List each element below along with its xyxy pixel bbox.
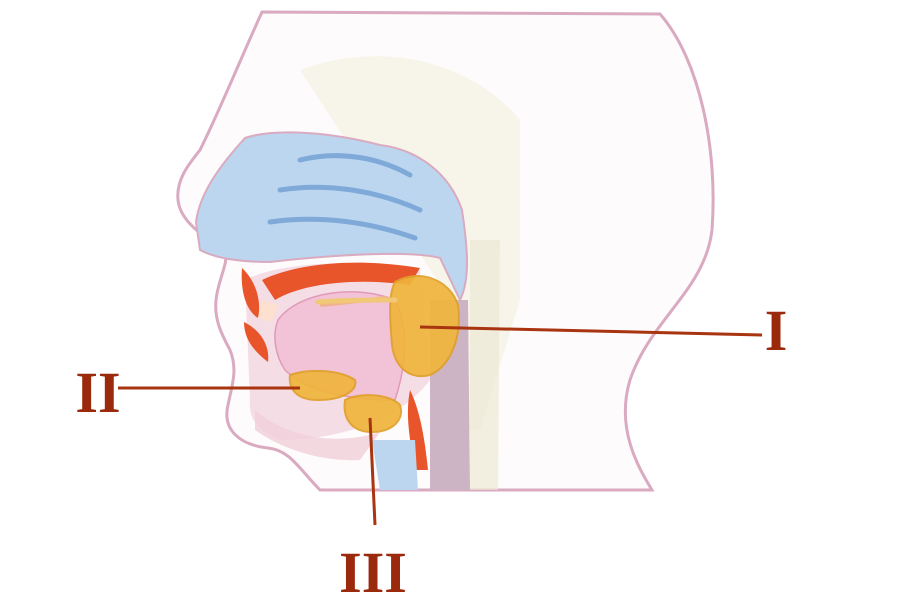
teeth-upper bbox=[258, 300, 278, 322]
upper-lip bbox=[241, 268, 260, 318]
label-two: II bbox=[75, 360, 120, 425]
nasal-region bbox=[194, 131, 468, 303]
leader-lines bbox=[118, 325, 763, 526]
nasal-concha-2 bbox=[277, 184, 423, 213]
palate bbox=[262, 262, 420, 300]
trachea bbox=[372, 440, 418, 490]
leader-line-one bbox=[419, 325, 763, 337]
label-one: I bbox=[765, 298, 788, 363]
sublingual-gland bbox=[288, 369, 357, 402]
pharynx bbox=[372, 240, 500, 490]
spine-shade bbox=[470, 240, 500, 490]
parotid-duct bbox=[315, 297, 398, 305]
leader-line-three bbox=[368, 417, 377, 526]
submandibular-gland bbox=[343, 394, 403, 434]
nasal-concha-1 bbox=[297, 153, 413, 178]
nasal-concha-3 bbox=[267, 216, 418, 241]
salivary-glands bbox=[288, 275, 460, 434]
nasal-cavity bbox=[194, 131, 468, 303]
chin-shade bbox=[255, 410, 380, 461]
label-three: III bbox=[339, 540, 407, 605]
lower-lip bbox=[244, 322, 269, 362]
